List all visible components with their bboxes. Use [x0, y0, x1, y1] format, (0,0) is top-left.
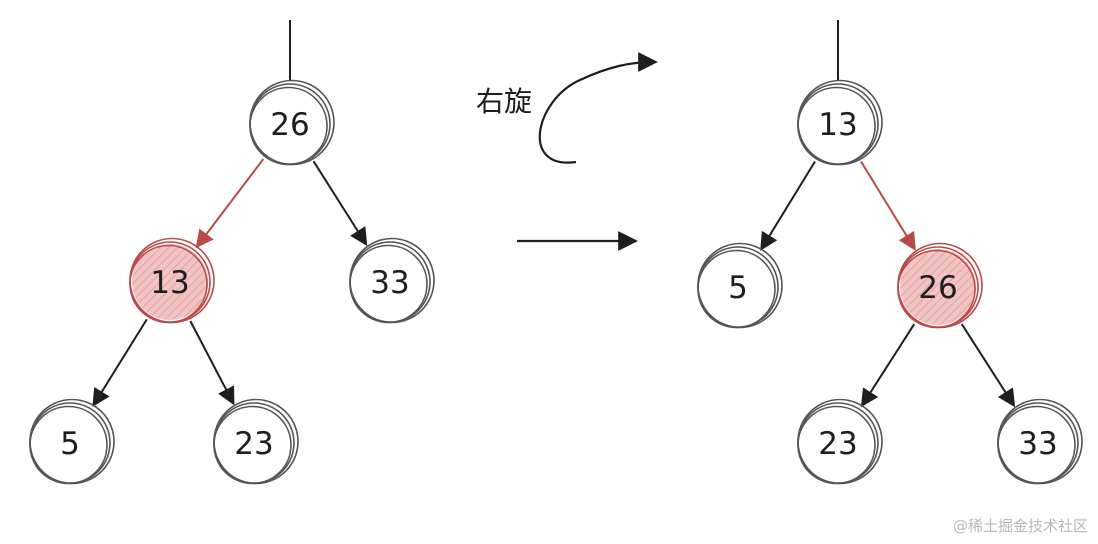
before-node-label: 33	[370, 265, 409, 301]
after-node-13: 13	[797, 79, 883, 166]
after-node-23: 23	[797, 398, 883, 485]
after-node-label: 33	[1018, 426, 1057, 462]
before-node-label: 23	[234, 426, 273, 462]
after-node-26: 26	[897, 242, 983, 329]
before-node-13: 13	[129, 237, 215, 324]
watermark: @稀土掘金技术社区	[952, 517, 1088, 535]
before-node-5: 5	[29, 398, 115, 485]
before-node-label: 13	[150, 265, 189, 301]
after-node-label: 5	[728, 270, 748, 306]
before-node-26: 26	[249, 79, 335, 166]
before-node-label: 26	[270, 107, 309, 143]
after-edge-a13-a26	[860, 160, 916, 251]
after-node-33: 33	[997, 398, 1083, 485]
before-edge-b26-b33	[312, 160, 368, 247]
tree-nodes: 26 13 33 5 23 13 5 26 23 33	[29, 79, 1083, 485]
before-edge-b13-b5	[92, 318, 148, 407]
after-node-label: 13	[818, 107, 857, 143]
before-node-33: 33	[349, 237, 435, 324]
tree-edges	[92, 158, 1016, 408]
after-node-label: 23	[818, 426, 857, 462]
curved-rotation-arrow	[538, 52, 658, 164]
before-edge-b13-b23	[189, 320, 235, 406]
before-edge-b26-b13	[195, 158, 265, 249]
after-edge-a13-a5	[760, 160, 816, 251]
after-edge-a26-a23	[860, 323, 916, 408]
before-node-23: 23	[213, 398, 299, 485]
before-node-label: 5	[60, 426, 80, 462]
after-edge-a26-a33	[960, 323, 1016, 408]
rotation-label: 右旋	[476, 85, 532, 118]
after-node-label: 26	[918, 270, 957, 306]
after-node-5: 5	[697, 242, 783, 329]
